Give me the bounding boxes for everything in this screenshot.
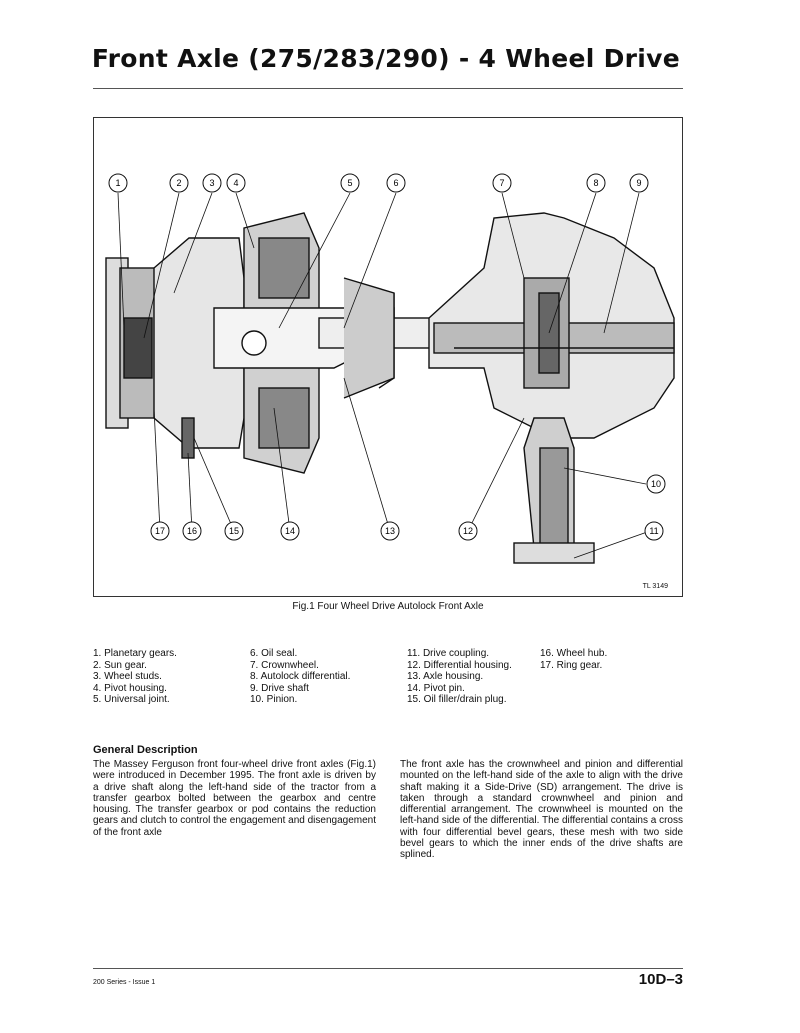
legend-item: 3. Wheel studs. [93,671,162,682]
svg-text:4: 4 [233,178,238,188]
callout-2: 2 [169,173,189,193]
left-hub-drawing [105,212,440,474]
svg-text:9: 9 [636,178,641,188]
legend-item: 5. Universal joint. [93,694,170,705]
svg-text:14: 14 [285,526,295,536]
legend-item: 6. Oil seal. [250,648,298,659]
page-number: 10D–3 [638,971,683,988]
legend-column-4: 16. Wheel hub. 17. Ring gear. [540,648,607,671]
svg-text:16: 16 [187,526,197,536]
section-heading: General Description [93,744,198,756]
figure-code: TL 3149 [642,583,668,590]
legend-item: 1. Planetary gears. [93,648,177,659]
legend-item: 10. Pinion. [250,694,298,705]
figure-caption: Fig.1 Four Wheel Drive Autolock Front Ax… [292,601,484,612]
callout-14: 14 [280,521,300,541]
svg-text:10: 10 [651,479,661,489]
callout-16: 16 [182,521,202,541]
axle-diagram: 1 2 3 4 5 6 7 8 9 10 11 12 13 14 15 16 1… [105,173,675,564]
page-title: Front Axle (275/283/290) - 4 Wheel Drive [91,44,680,73]
svg-text:15: 15 [229,526,239,536]
legend-item: 13. Axle housing. [407,671,484,682]
svg-text:17: 17 [155,526,165,536]
legend-item: 9. Drive shaft [250,682,309,694]
legend-item: 7. Crownwheel. [250,659,319,671]
legend-item: 17. Ring gear. [540,659,603,671]
callout-11: 11 [644,521,664,541]
paragraph-right: The front axle has the crownwheel and pi… [400,759,683,861]
callout-17: 17 [150,521,170,541]
legend-column-1: 1. Planetary gears. 2. Sun gear. 3. Whee… [93,648,177,706]
svg-text:5: 5 [347,178,352,188]
callout-15: 15 [224,521,244,541]
legend-column-3: 11. Drive coupling. 12. Differential hou… [407,648,512,706]
legend-item: 8. Autolock differential. [250,671,351,682]
svg-text:1: 1 [115,178,120,188]
callout-5: 5 [340,173,360,193]
svg-text:11: 11 [649,526,658,536]
axle-figure: 1 2 3 4 5 6 7 8 9 10 11 12 13 14 15 16 1… [93,117,683,597]
callout-9: 9 [629,173,649,193]
legend-item: 11. Drive coupling. [407,648,490,659]
callout-12: 12 [458,521,478,541]
svg-text:3: 3 [209,178,214,188]
callout-13: 13 [380,521,400,541]
svg-text:13: 13 [385,526,395,536]
footer-series: 200 Series - Issue 1 [93,979,156,986]
callout-4: 4 [226,173,246,193]
header-rule [93,88,683,89]
legend-item: 2. Sun gear. [93,659,147,671]
legend-item: 15. Oil filler/drain plug. [407,694,507,705]
legend-item: 14. Pivot pin. [407,682,465,694]
legend-item: 12. Differential housing. [407,659,512,671]
svg-text:7: 7 [499,178,504,188]
callout-3: 3 [202,173,222,193]
svg-text:2: 2 [176,178,181,188]
footer-rule [93,968,683,969]
svg-text:8: 8 [593,178,598,188]
svg-text:6: 6 [393,178,398,188]
callout-7: 7 [492,173,512,193]
callout-6: 6 [386,173,406,193]
leader-lines [117,192,651,559]
svg-text:12: 12 [463,526,473,536]
legend-item: 16. Wheel hub. [540,648,608,659]
legend-column-2: 6. Oil seal. 7. Crownwheel. 8. Autolock … [250,648,350,706]
right-differential-drawing [428,212,675,564]
legend-item: 4. Pivot housing. [93,682,167,694]
callout-8: 8 [586,173,606,193]
paragraph-left: The Massey Ferguson front four-wheel dri… [93,759,376,838]
callout-1: 1 [108,173,128,193]
callout-10: 10 [646,474,666,494]
